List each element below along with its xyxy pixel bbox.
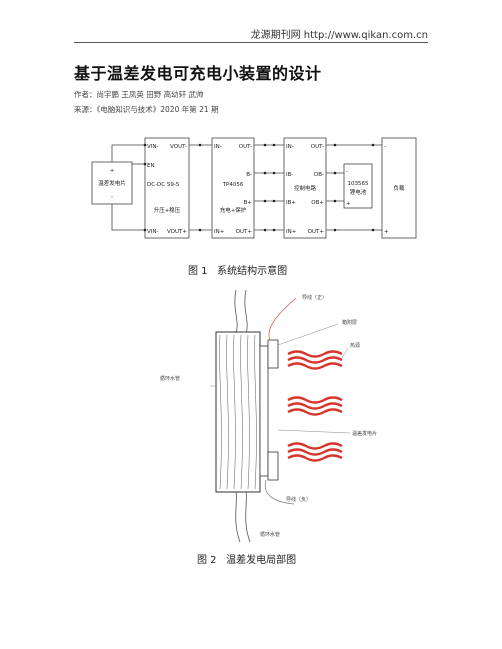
dcdc-model: DC-DC S9-5 [147,182,180,188]
heat-plate-top [267,339,279,369]
load-minus: - [384,144,386,150]
charger-b-minus: B- [246,172,252,178]
figure-1: .lbl{font-size:5.5px;fill:#222}.blk{fill… [90,130,420,254]
dcdc-block [144,137,190,239]
header-source: 龙源期刊网 http://www.qikan.com.cn [250,30,428,41]
wire-junctions [143,143,375,232]
generator-name: 温差发电片 [98,179,126,187]
charger-out-minus: OUT- [239,144,252,150]
charger-model: TP4056 [222,182,244,188]
load-block [381,137,417,239]
figure-1-caption: 图 1 系统结构示意图 [188,262,287,277]
charger-b-plus: B+ [244,200,253,206]
figure-1-caption-text: 系统结构示意图 [217,266,288,277]
label-heat-source: 热源 [350,342,360,349]
dcdc-vout-plus: VOUT+ [167,229,187,235]
article-title: 基于温差发电可充电小装置的设计 [74,64,322,83]
control-ib-plus: IB+ [286,200,296,206]
control-out-minus: OUT- [311,144,324,150]
dcdc-vin-minus: VIN- [147,144,158,150]
figure-1-caption-label: 图 1 [188,266,208,277]
article-authors: 作者：尚宇鹏 王凤英 田野 高幼轩 武帅 [74,90,204,99]
generator-plus: + [110,168,115,174]
control-ob-plus: OB+ [311,200,324,206]
label-shell: 箱附层 [342,319,357,326]
dcdc-vin-plus: VIN- [147,229,158,235]
figure-2: .sl{font-size:5px;fill:#444}.ld{stroke:#… [160,289,430,546]
control-out-plus: OUT+ [308,229,325,235]
control-ob-minus: OB- [314,172,324,178]
positive-wire [268,297,297,341]
label-wire-positive: 导线（正） [302,294,327,301]
heat-waves [287,350,343,462]
label-wire-negative: 导线（负） [286,496,311,503]
charger-in-plus: IN+ [214,229,225,235]
circuit-wires [111,144,382,231]
figure-2-caption-label: 图 2 [197,555,217,566]
thermoelectric-diagram: .sl{font-size:5px;fill:#444}.ld{stroke:#… [200,289,377,543]
dcdc-vout-minus: VOUT- [170,144,187,150]
battery-name: 锂电池 [350,188,367,196]
header-rule [74,42,428,43]
article-source: 来源：《电脑知识与技术》2020 年第 21 期 [74,105,219,114]
charger-block [211,137,255,239]
water-lines [219,334,257,490]
battery-minus: - [346,169,348,175]
load-plus: + [384,229,389,235]
label-water-pipe-bottom: 循环水管 [260,531,280,538]
battery-block [343,163,373,209]
system-block-diagram: .lbl{font-size:5.5px;fill:#222}.blk{fill… [91,137,417,239]
dcdc-function: 升压+稳压 [154,206,181,214]
control-in-plus: IN+ [286,229,297,235]
generator-minus: - [111,194,113,200]
dcdc-en: EN [147,163,155,169]
control-block [283,137,327,239]
charger-function: 充电+保护 [220,206,247,214]
negative-wire [264,479,295,505]
control-in-minus: IN- [286,144,294,150]
heat-plate-bottom [267,451,279,481]
control-ib-minus: IB- [286,172,293,178]
charger-out-plus: OUT+ [236,229,253,235]
battery-plus: + [346,201,351,207]
thermoelectric-module [259,345,269,477]
label-module: 温差发电片 [352,430,377,437]
figure-2-caption-text: 温差发电局部图 [226,555,297,566]
charger-in-minus: IN- [214,144,222,150]
control-name: 控制电路 [294,184,317,192]
figure-2-caption: 图 2 温差发电局部图 [197,551,296,566]
load-name: 负载 [393,184,405,192]
battery-model: 103565 [348,181,369,187]
label-water-pipe-left: 循环水管 [160,376,181,382]
water-tank [215,331,261,493]
